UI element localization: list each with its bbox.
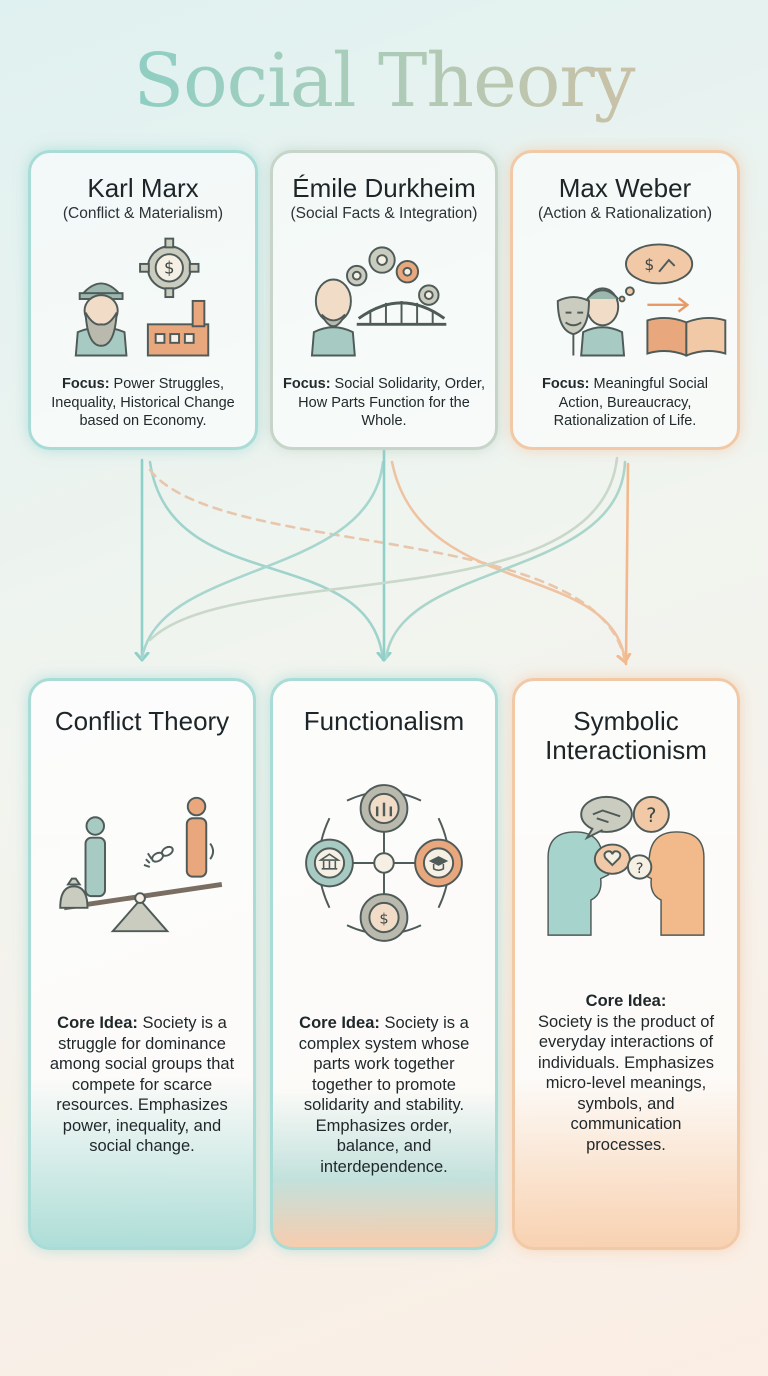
svg-text:?: ? (646, 804, 656, 827)
person-low (84, 816, 106, 898)
education-gear-icon (414, 838, 463, 888)
theorist-card-durkheim: Émile Durkheim (Social Facts & Integrati… (270, 150, 498, 450)
theory-core-idea: Core Idea:Society is the product of ever… (537, 992, 715, 1154)
theorist-subtitle: (Social Facts & Integration) (290, 205, 478, 222)
book-icon (646, 316, 727, 357)
connector-marx-functionalism (148, 460, 385, 662)
theory-core-idea: Core Idea: Society is a complex system w… (298, 1014, 470, 1176)
bald-man-icon (310, 278, 356, 357)
theorist-focus: Focus: Social Solidarity, Order, How Par… (283, 376, 485, 429)
arrow-icon (647, 297, 690, 313)
theory-card-functionalism: Functionalism $ Core Idea: (270, 678, 498, 1250)
family-gear-icon (359, 784, 409, 833)
dollar-gear-icon: $ (139, 237, 200, 299)
conflict-illustration (59, 796, 223, 933)
functionalism-illustration: $ (305, 784, 463, 942)
svg-text:$: $ (164, 259, 175, 278)
page-title: Social Theory (0, 38, 768, 124)
heart-bubble-icon: ? (593, 843, 653, 880)
theorist-name: Max Weber (558, 173, 692, 203)
theorist-subtitle: (Conflict & Materialism) (62, 205, 224, 222)
bearded-man-icon (74, 282, 128, 357)
theorist-name: Émile Durkheim (292, 173, 476, 203)
head-profile-icon-right (642, 831, 705, 936)
theory-core-idea: Core Idea: Society is a struggle for dom… (49, 1014, 235, 1155)
connector-marx-symbolic (148, 468, 625, 662)
theory-card-conflict: Conflict Theory Core Idea: Society is a … (28, 678, 256, 1250)
man-icon (580, 287, 626, 357)
handshake-bubble-icon (580, 795, 633, 841)
connector-durkheim-conflict (140, 460, 385, 660)
bridge-icon (356, 300, 447, 326)
theorist-card-marx: Karl Marx (Conflict & Materialism) $ (28, 150, 258, 450)
mask-icon (556, 296, 590, 356)
theory-card-symbolic: Symbolic Interactionism ? ? Core Idea:So… (512, 678, 740, 1250)
thought-bubble-icon: $ (618, 243, 694, 303)
question-bubble-icon: ? (632, 795, 670, 833)
theory-title: Functionalism (303, 706, 465, 736)
theory-title: Conflict Theory (54, 706, 230, 736)
svg-text:?: ? (636, 860, 644, 877)
svg-text:$: $ (644, 256, 654, 274)
head-profile-icon (547, 831, 610, 936)
marx-illustration: $ (74, 237, 210, 357)
person-high (185, 796, 208, 878)
connector-weber-conflict (148, 456, 619, 642)
theorist-card-weber: Max Weber (Action & Rationalization) $ F… (510, 150, 740, 450)
government-gear-icon (305, 838, 354, 888)
symbolic-illustration: ? ? (547, 795, 705, 936)
gears-icon (346, 246, 440, 306)
svg-text:$: $ (379, 910, 388, 927)
seesaw-icon (63, 882, 223, 933)
theory-title: Symbolic Interactionism (545, 706, 707, 765)
durkheim-illustration (310, 246, 447, 357)
connector-weber-symbolic (624, 462, 630, 666)
theorist-focus: Focus: Power Struggles, Inequality, Hist… (51, 376, 235, 429)
theorist-subtitle: (Action & Rationalization) (537, 205, 713, 222)
theorist-name: Karl Marx (87, 173, 199, 203)
factory-icon (146, 299, 210, 357)
theorist-focus: Focus: Meaningful Social Action, Bureauc… (541, 376, 709, 429)
connector-durkheim-symbolic (390, 460, 627, 662)
money-bag-icon (59, 877, 89, 909)
economy-gear-icon: $ (359, 893, 409, 942)
connector-weber-functionalism (384, 460, 627, 660)
broken-chain-icon (143, 842, 215, 868)
weber-illustration: $ (556, 243, 727, 357)
